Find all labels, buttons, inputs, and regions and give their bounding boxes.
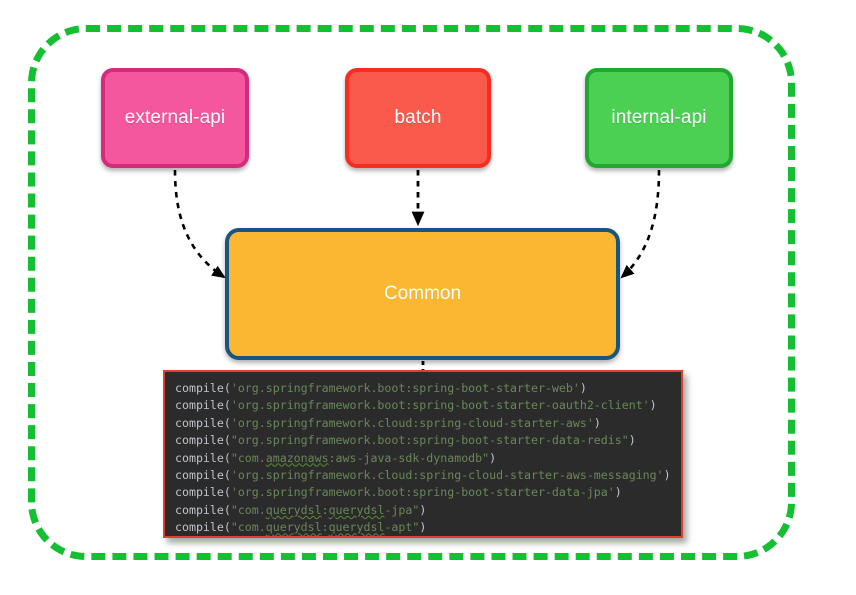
module-box-common[interactable]: Common: [225, 228, 620, 360]
code-token-flagged: querydsl: [328, 502, 385, 517]
code-token: :aws-java-sdk-dynamodb: [328, 450, 483, 465]
code-call: compile(: [175, 485, 231, 500]
module-label-external-api: external-api: [124, 107, 226, 128]
module-label-internal-api: internal-api: [611, 107, 707, 128]
code-token-flagged: amazonaws: [265, 450, 329, 465]
code-quote: ": [230, 433, 238, 448]
code-close-paren: ): [649, 398, 657, 413]
code-quote: ": [230, 502, 238, 517]
code-quote: ': [572, 381, 580, 395]
code-token: -jpa: [384, 502, 413, 517]
code-token-flagged: querydsl: [328, 520, 385, 535]
code-quote: ": [412, 502, 420, 517]
code-quote: ": [482, 450, 490, 465]
code-quote: ': [656, 468, 664, 483]
code-quote: ': [230, 415, 238, 430]
code-call: compile(: [175, 468, 231, 483]
code-line: compile('org.springframework.cloud:sprin…: [175, 415, 681, 432]
code-token: :: [321, 502, 329, 517]
code-token: -apt: [384, 520, 413, 535]
code-token: org.springframework.boot:spring-boot-sta…: [237, 485, 608, 500]
code-quote: ': [230, 468, 238, 483]
code-lines: compile('org.springframework.boot:spring…: [175, 380, 681, 536]
code-call: compile(: [175, 450, 231, 465]
dependencies-code-block[interactable]: compile('org.springframework.boot:spring…: [163, 370, 683, 538]
code-token: com.: [237, 502, 266, 517]
code-token: com.: [237, 450, 266, 465]
code-quote: ": [412, 520, 420, 535]
code-close-paren: ): [419, 502, 427, 517]
code-close-paren: ): [579, 381, 587, 395]
code-call: compile(: [175, 520, 231, 535]
code-call: compile(: [175, 415, 231, 430]
code-close-paren: ): [614, 485, 622, 500]
code-line: compile('org.springframework.boot:spring…: [175, 380, 681, 397]
module-box-batch[interactable]: batch: [345, 68, 491, 168]
code-close-paren: ): [593, 415, 601, 430]
code-quote: ': [607, 485, 615, 500]
module-box-internal-api[interactable]: internal-api: [585, 68, 733, 168]
code-line: compile('org.springframework.boot:spring…: [175, 397, 681, 414]
code-close-paren: ): [419, 520, 427, 535]
code-line: compile("com.querydsl:querydsl-jpa"): [175, 502, 681, 519]
code-close-paren: ): [489, 450, 497, 465]
code-quote: ': [230, 485, 238, 500]
code-line: compile("com.querydsl:querydsl-apt"): [175, 519, 681, 536]
code-token-flagged: querydsl: [265, 502, 322, 517]
code-call: compile(: [175, 433, 231, 448]
code-token: org.springframework.boot:spring-boot-sta…: [237, 398, 643, 413]
module-label-common: Common: [383, 283, 462, 304]
module-box-external-api[interactable]: external-api: [101, 68, 249, 168]
code-line: compile("com.amazonaws:aws-java-sdk-dyna…: [175, 450, 681, 467]
code-token: org.springframework.boot:spring-boot-sta…: [237, 433, 622, 448]
code-quote: ': [230, 398, 238, 413]
code-line: compile('org.springframework.boot:spring…: [175, 484, 681, 501]
code-call: compile(: [175, 398, 231, 413]
code-quote: ": [230, 450, 238, 465]
code-call: compile(: [175, 381, 231, 395]
code-token: org.springframework.cloud:spring-cloud-s…: [237, 415, 587, 430]
code-quote: ': [642, 398, 650, 413]
project-boundary: [28, 25, 795, 560]
code-call: compile(: [175, 502, 231, 517]
code-quote: ': [230, 381, 238, 395]
code-token: com.: [237, 520, 266, 535]
code-close-paren: ): [663, 468, 671, 483]
code-line: compile('org.springframework.cloud:sprin…: [175, 467, 681, 484]
code-quote: ": [621, 433, 629, 448]
code-close-paren: ): [628, 433, 636, 448]
code-token: org.springframework.cloud:spring-cloud-s…: [237, 468, 657, 483]
code-token-flagged: querydsl: [265, 520, 322, 535]
code-quote: ': [586, 415, 594, 430]
code-line: compile("org.springframework.boot:spring…: [175, 432, 681, 449]
module-label-batch: batch: [394, 107, 442, 128]
code-quote: ": [230, 520, 238, 535]
code-token: org.springframework.boot:spring-boot-sta…: [237, 381, 573, 395]
code-token: :: [321, 520, 329, 535]
